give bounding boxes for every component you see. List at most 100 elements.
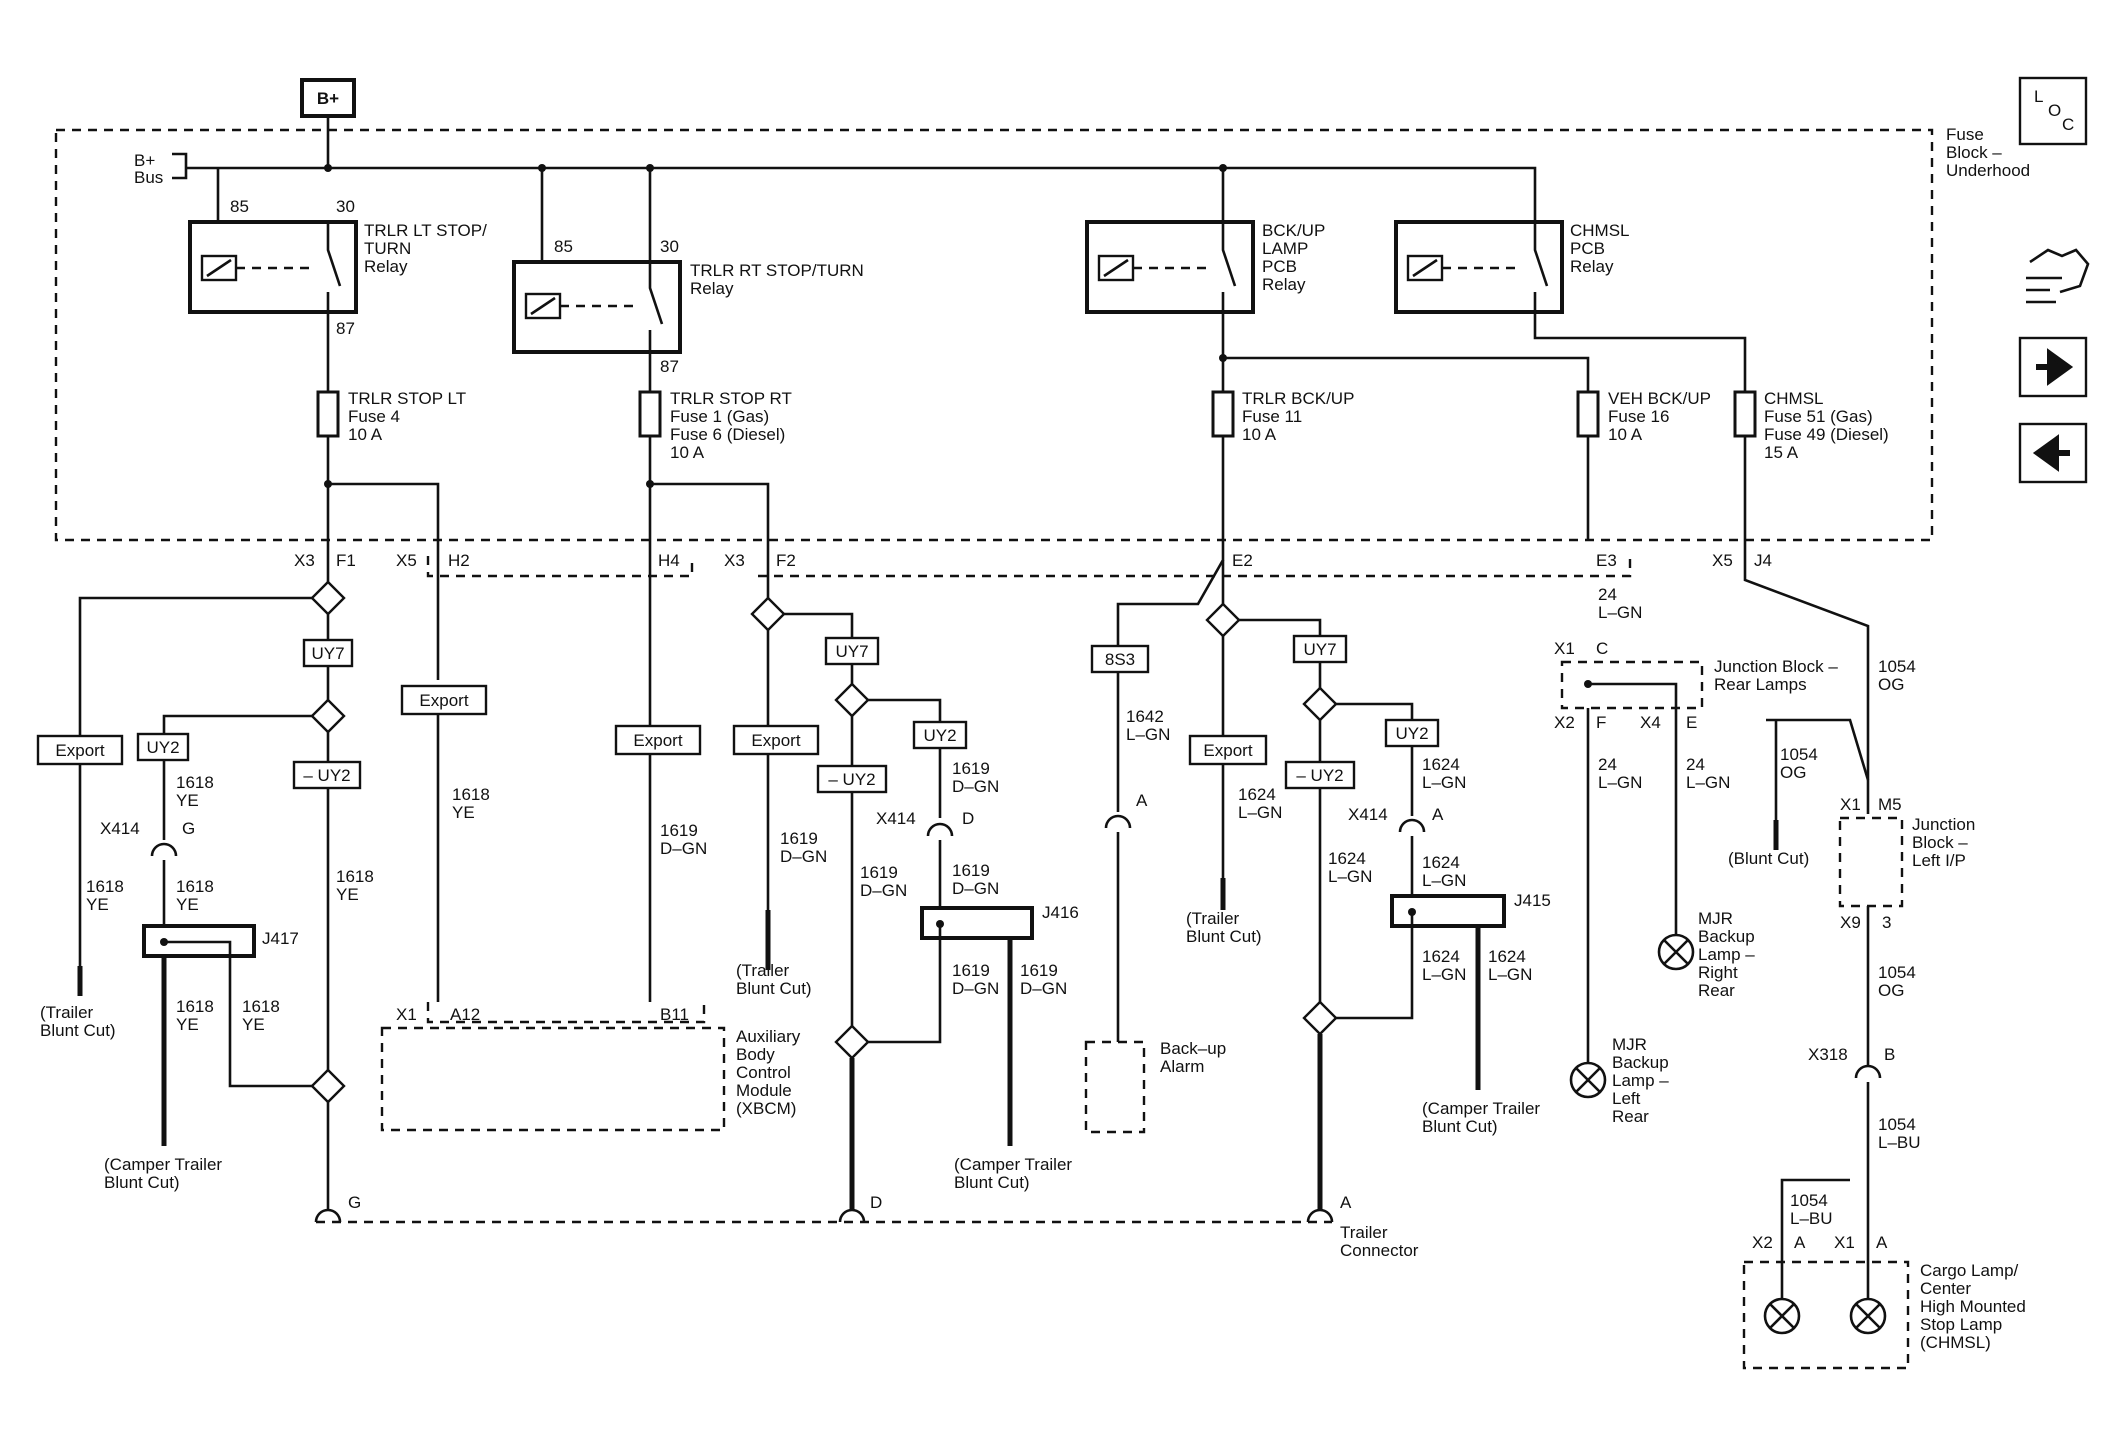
fuse5-label-1: CHMSL	[1764, 389, 1824, 408]
svg-text:3: 3	[1882, 913, 1891, 932]
trailer-connector-pin-d	[838, 1208, 866, 1223]
svg-text:Backup: Backup	[1698, 927, 1755, 946]
export-tag	[400, 684, 488, 716]
svg-text:Backup: Backup	[1612, 1053, 1669, 1072]
svg-text:YE: YE	[176, 1015, 199, 1034]
trailer-connector-pin-g	[314, 1208, 342, 1223]
fuse4-label-3: 10 A	[1608, 425, 1643, 444]
svg-text:(Trailer: (Trailer	[736, 961, 790, 980]
svg-text:YE: YE	[452, 803, 475, 822]
splice-pack-j415	[1390, 894, 1506, 928]
svg-text:Trailer: Trailer	[1340, 1223, 1388, 1242]
fuse2-label-3: Fuse 6 (Diesel)	[670, 425, 785, 444]
previous-page-arrow-icon[interactable]	[2018, 422, 2088, 484]
svg-text:1054: 1054	[1790, 1191, 1828, 1210]
loc-icon[interactable]: L O C	[2018, 76, 2088, 146]
svg-text:Blunt Cut): Blunt Cut)	[104, 1173, 180, 1192]
battery-source-label: B+	[317, 89, 339, 108]
svg-text:D–GN: D–GN	[1020, 979, 1067, 998]
svg-text:D: D	[962, 809, 974, 828]
svg-text:1619: 1619	[952, 759, 990, 778]
svg-text:X414: X414	[1348, 805, 1388, 824]
svg-text:– UY2: – UY2	[303, 766, 350, 785]
schematic-connector-icon[interactable]	[2026, 248, 2090, 304]
svg-text:O: O	[2048, 101, 2061, 120]
svg-text:1618: 1618	[176, 997, 214, 1016]
svg-text:1619: 1619	[952, 961, 990, 980]
export-tag	[1188, 734, 1268, 766]
svg-text:(Trailer: (Trailer	[1186, 909, 1240, 928]
inline-connector-icon	[150, 842, 178, 857]
svg-text:MJR: MJR	[1698, 909, 1733, 928]
conn-f1: F1	[336, 551, 356, 570]
svg-text:Blunt Cut): Blunt Cut)	[736, 979, 812, 998]
svg-text:E: E	[1686, 713, 1697, 732]
svg-text:Alarm: Alarm	[1160, 1057, 1204, 1076]
svg-text:Right: Right	[1698, 963, 1738, 982]
svg-text:X9: X9	[1840, 913, 1861, 932]
svg-text:L–GN: L–GN	[1598, 773, 1642, 792]
svg-text:UY2: UY2	[1395, 724, 1428, 743]
svg-text:(CHMSL): (CHMSL)	[1920, 1333, 1991, 1352]
export-tag	[36, 734, 124, 766]
conn-e3: E3	[1596, 551, 1617, 570]
svg-text:Blunt Cut): Blunt Cut)	[1186, 927, 1262, 946]
fuse-chmsl	[1733, 390, 1757, 438]
export-tag	[614, 724, 702, 756]
svg-text:Export: Export	[419, 691, 468, 710]
relay2-pin-87: 87	[660, 357, 679, 376]
svg-text:Blunt Cut): Blunt Cut)	[954, 1173, 1030, 1192]
svg-text:1054: 1054	[1878, 1115, 1916, 1134]
conn-j4: J4	[1754, 551, 1772, 570]
svg-text:L–GN: L–GN	[1488, 965, 1532, 984]
bplus-bus-label-2: Bus	[134, 168, 163, 187]
chmsl-lamp-icon	[1849, 1297, 1887, 1335]
relay1-pin-30: 30	[336, 197, 355, 216]
svg-text:X1: X1	[1834, 1233, 1855, 1252]
svg-text:(Trailer: (Trailer	[40, 1003, 94, 1022]
svg-text:Left I/P: Left I/P	[1912, 851, 1966, 870]
relay1-label-2: TURN	[364, 239, 411, 258]
svg-text:Rear: Rear	[1612, 1107, 1649, 1126]
svg-text:Back–up: Back–up	[1160, 1039, 1226, 1058]
svg-text:YE: YE	[86, 895, 109, 914]
svg-text:UY7: UY7	[1303, 640, 1336, 659]
trailer-connector-pin-a	[1306, 1208, 1334, 1223]
svg-text:Export: Export	[55, 741, 104, 760]
fuse2-label-1: TRLR STOP RT	[670, 389, 792, 408]
relay4-label-1: CHMSL	[1570, 221, 1630, 240]
option-uy7	[302, 638, 354, 668]
svg-text:1054: 1054	[1878, 657, 1916, 676]
svg-text:YE: YE	[242, 1015, 265, 1034]
svg-text:1618: 1618	[452, 785, 490, 804]
fuse-trlr-stop-lt	[316, 390, 340, 438]
relay1-pin-87: 87	[336, 319, 355, 338]
inline-connector-icon	[1398, 818, 1426, 833]
svg-text:X4: X4	[1640, 713, 1661, 732]
fuse-trlr-stop-rt	[638, 390, 662, 438]
relay2-label-1: TRLR RT STOP/TURN	[690, 261, 864, 280]
fuse2-label-4: 10 A	[670, 443, 705, 462]
conn-x3b: X3	[724, 551, 745, 570]
svg-text:L–BU: L–BU	[1790, 1209, 1833, 1228]
svg-text:J415: J415	[1514, 891, 1551, 910]
svg-text:24: 24	[1686, 755, 1705, 774]
next-page-arrow-icon[interactable]	[2018, 336, 2088, 398]
splice-diamond-icon	[834, 682, 870, 718]
svg-text:1624: 1624	[1422, 853, 1460, 872]
svg-text:Junction: Junction	[1912, 815, 1975, 834]
svg-text:1624: 1624	[1488, 947, 1526, 966]
svg-text:Lamp –: Lamp –	[1698, 945, 1755, 964]
svg-text:UY7: UY7	[835, 642, 868, 661]
fuse5-label-3: Fuse 49 (Diesel)	[1764, 425, 1889, 444]
svg-text:1619: 1619	[780, 829, 818, 848]
svg-text:Lamp –: Lamp –	[1612, 1071, 1669, 1090]
svg-text:1642: 1642	[1126, 707, 1164, 726]
svg-text:UY2: UY2	[923, 726, 956, 745]
svg-text:OG: OG	[1780, 763, 1806, 782]
svg-text:24: 24	[1598, 585, 1617, 604]
svg-text:Export: Export	[633, 731, 682, 750]
svg-text:D–GN: D–GN	[952, 979, 999, 998]
svg-text:(Camper Trailer: (Camper Trailer	[1422, 1099, 1540, 1118]
